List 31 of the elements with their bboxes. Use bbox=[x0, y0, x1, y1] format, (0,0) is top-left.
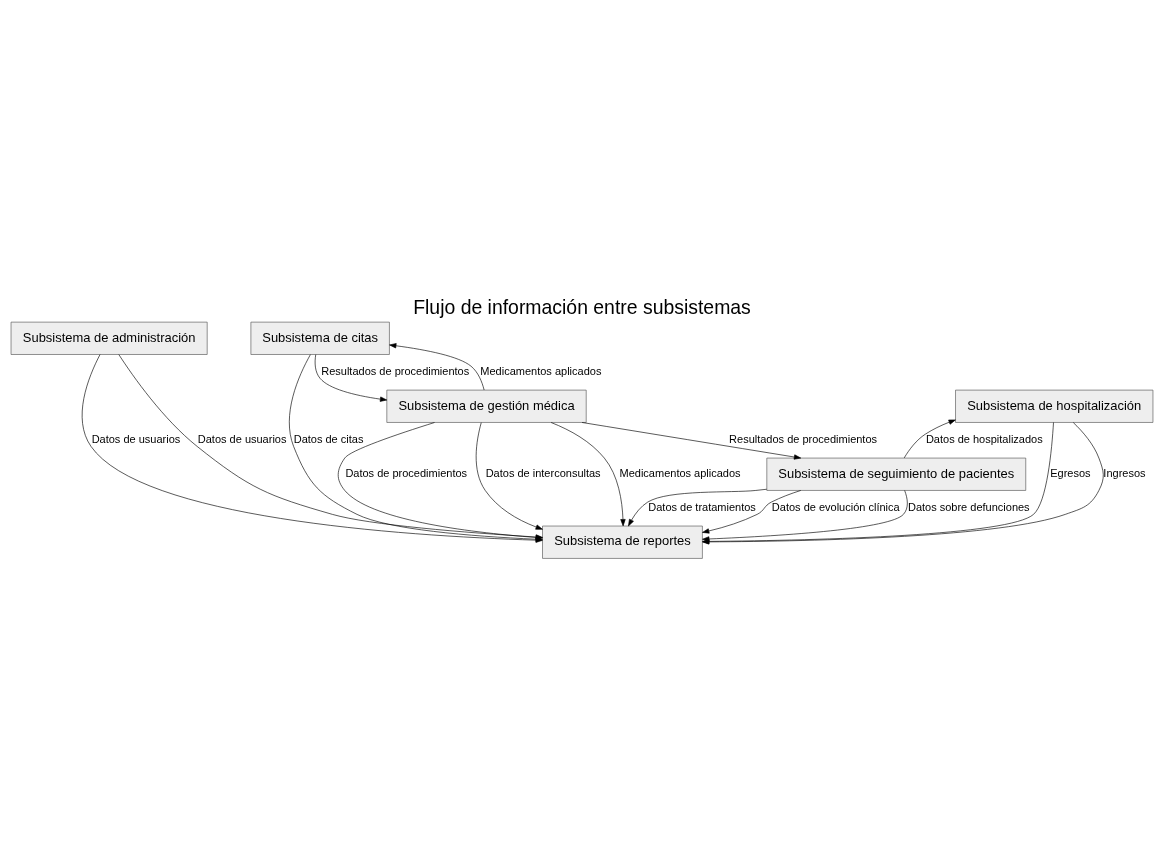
edge-label: Datos de usuarios bbox=[91, 432, 181, 445]
edge-label: Medicamentos aplicados bbox=[480, 364, 602, 377]
edge-label: Datos de hospitalizados bbox=[925, 432, 1043, 445]
arrow bbox=[903, 419, 956, 458]
node-box: Subsistema de citas bbox=[250, 321, 390, 355]
diagram-title: Flujo de información entre subsistemas bbox=[413, 295, 751, 318]
node-box: Subsistema de hospitalización bbox=[955, 389, 1154, 423]
node-box: Subsistema de seguimiento de pacientes bbox=[766, 457, 1027, 491]
arrow bbox=[550, 421, 626, 526]
edge-label: Datos de interconsultas bbox=[485, 466, 601, 479]
arrow bbox=[389, 342, 485, 390]
arrow bbox=[702, 489, 802, 534]
node-box: Subsistema de administración bbox=[10, 321, 208, 355]
edge-label: Egresos bbox=[1050, 466, 1091, 479]
edge-label: Resultados de procedimientos bbox=[729, 432, 878, 445]
arrow bbox=[628, 488, 768, 526]
edge-label: Datos de evolución clínica bbox=[771, 500, 900, 513]
edge-label: Ingresos bbox=[1103, 466, 1146, 479]
arrow bbox=[314, 353, 388, 402]
edge-label: Datos de tratamientos bbox=[648, 500, 756, 513]
arrow bbox=[702, 489, 908, 542]
node-box: Subsistema de reportes bbox=[542, 525, 703, 559]
edge-label: Datos de procedimientos bbox=[345, 466, 468, 479]
node-box: Subsistema de gestión médica bbox=[386, 389, 587, 423]
edge-label: Datos sobre defunciones bbox=[907, 500, 1030, 513]
arrow bbox=[581, 421, 802, 460]
edge-label: Datos de citas bbox=[293, 432, 364, 445]
edge-label: Resultados de procedimientos bbox=[321, 364, 470, 377]
edge-label: Medicamentos aplicados bbox=[619, 466, 741, 479]
edge-label: Datos de usuarios bbox=[197, 432, 287, 445]
arrow bbox=[475, 421, 543, 530]
